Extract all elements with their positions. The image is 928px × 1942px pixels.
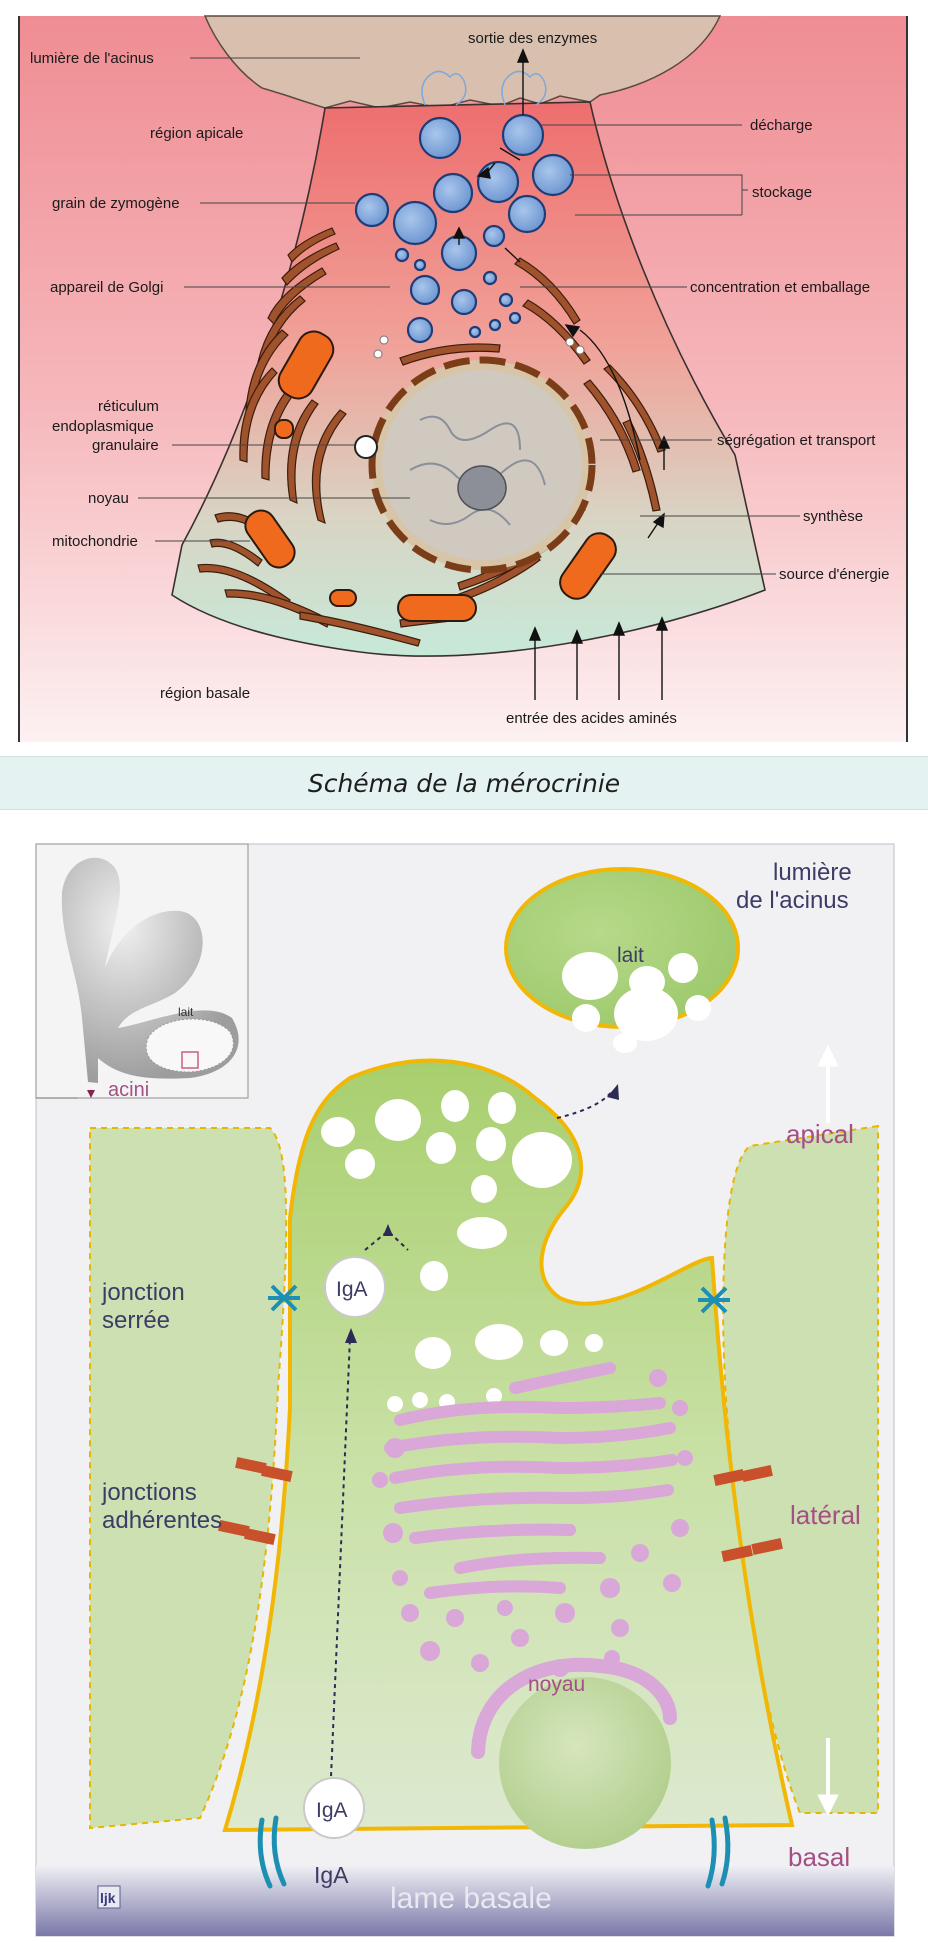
basal-lamina-band	[36, 1866, 894, 1936]
label-energy: source d'énergie	[779, 566, 889, 583]
label-adherens-1: jonctions	[101, 1479, 197, 1506]
golgi-vesicles-pink	[372, 1369, 693, 1677]
logo-box	[97, 1885, 121, 1909]
label-adherens-2: adhérentes	[102, 1507, 222, 1534]
mitochondria-figure1	[244, 330, 617, 622]
label-basal-lamina: lame basale	[390, 1882, 552, 1915]
tight-junction-left	[268, 1284, 300, 1312]
label-tight-junction-1: jonction	[101, 1279, 185, 1306]
iga-arrowheads	[345, 1084, 619, 1343]
nucleus-figure2	[471, 1657, 677, 1849]
label-lateral: latéral	[790, 1500, 861, 1530]
label-nucleus-2: noyau	[528, 1673, 585, 1696]
merocrine-diagram: lumière de l'acinus sortie des enzymes r…	[18, 15, 908, 742]
label-iga-base: IgA	[314, 1862, 349, 1888]
label-milk: lait	[617, 944, 644, 967]
neighbour-cell-left	[89, 1127, 288, 1830]
iga-receptors	[257, 1815, 731, 1889]
label-inset-milk: lait	[178, 1005, 194, 1019]
label-iga-bottom: IgA	[316, 1799, 348, 1822]
figure-caption: Schéma de la mérocrinie	[0, 756, 928, 810]
label-basal: basal	[788, 1842, 850, 1872]
label-concentration: concentration et emballage	[690, 279, 870, 296]
label-apical: apical	[786, 1119, 854, 1149]
label-zymogen-granule: grain de zymogène	[52, 195, 180, 212]
label-synthesis: synthèse	[803, 508, 863, 525]
figure1-arrows	[452, 48, 671, 700]
exocytosis-release	[421, 70, 547, 106]
logo-text: ljk	[100, 1890, 116, 1906]
secretory-cell	[222, 1058, 795, 1833]
polarity-arrows	[817, 1044, 839, 1817]
label-acinus-lumen: lumière de l'acinus	[30, 50, 154, 67]
rough-er-left	[197, 227, 421, 647]
label-rer-3: granulaire	[92, 437, 159, 454]
acini-inset	[35, 843, 249, 1099]
zymogen-granules	[354, 113, 575, 344]
label-mitochondria: mitochondrie	[52, 533, 138, 550]
label-iga-top: IgA	[336, 1278, 368, 1301]
golgi-apparatus-figure2	[384, 1362, 678, 1599]
golgi-vesicles-white	[373, 335, 585, 359]
label-segregation: ségrégation et transport	[717, 432, 876, 449]
label-apical-region: région apicale	[150, 125, 243, 142]
label-rer-2: endoplasmique	[52, 418, 154, 435]
label-acini: acini	[108, 1079, 149, 1101]
tight-junction-right	[698, 1286, 730, 1314]
iga-vesicle-bottom	[303, 1777, 365, 1839]
label-amino-entry: entrée des acides aminés	[506, 710, 677, 727]
nucleus-figure1	[368, 356, 596, 574]
milk-globule	[504, 867, 740, 1053]
neighbour-cell-right	[722, 1124, 879, 1814]
label-nucleus-1: noyau	[88, 490, 129, 507]
iga-vesicle-top	[324, 1256, 386, 1318]
figure1-leader-lines	[138, 57, 800, 575]
small-organelle	[354, 435, 378, 459]
label-basal-region: région basale	[160, 685, 250, 702]
label-storage: stockage	[752, 184, 812, 201]
label-golgi: appareil de Golgi	[50, 279, 163, 296]
lipid-droplets	[321, 1090, 603, 1412]
label-discharge: décharge	[750, 117, 813, 134]
label-rer-1: réticulum	[98, 398, 159, 415]
label-lumen-1: lumière	[773, 859, 852, 886]
label-enzyme-exit: sortie des enzymes	[468, 30, 597, 47]
label-tight-junction-2: serrée	[102, 1307, 170, 1334]
apocrine-diagram: noyau lait lait acini	[35, 843, 895, 1937]
label-lumen-2: de l'acinus	[736, 887, 849, 914]
adherens-junctions	[218, 1456, 783, 1562]
